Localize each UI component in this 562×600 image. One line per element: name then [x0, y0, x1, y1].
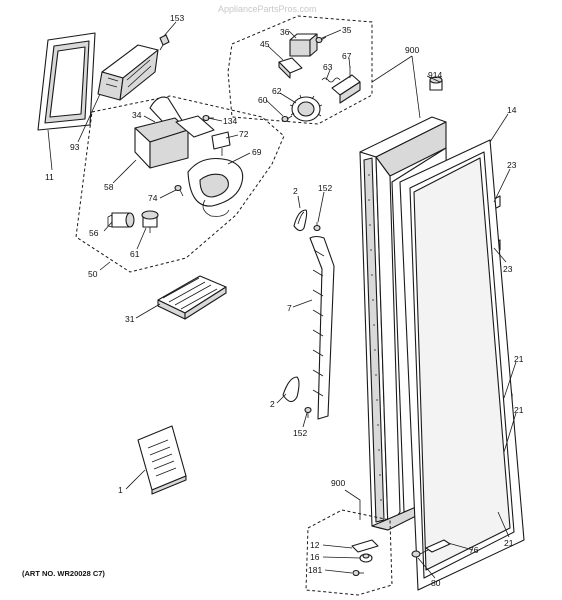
- ice-crusher-housing-69: [187, 157, 244, 217]
- door-gasket-14: [399, 139, 525, 591]
- bushing-16: [359, 553, 373, 563]
- switch-72: [211, 131, 231, 156]
- callout-21-middle: 21: [514, 405, 524, 415]
- screw-181: [352, 569, 364, 577]
- dispenser-cover-frame: [37, 32, 96, 131]
- callout-76: 76: [469, 545, 479, 555]
- screw-152-lower: [304, 406, 312, 418]
- callout-12: 12: [310, 540, 320, 550]
- callout-1: 1: [118, 485, 123, 495]
- handle-cap-lower-2: [282, 376, 300, 403]
- spring-63: [321, 77, 341, 83]
- ice-chute-group-boundary: [75, 95, 285, 273]
- callout-900-bottom: 900: [331, 478, 345, 488]
- callout-62: 62: [272, 86, 282, 96]
- screw-35: [315, 36, 327, 44]
- callout-35: 35: [342, 25, 352, 35]
- callout-2-lower: 2: [270, 399, 275, 409]
- callout-31: 31: [125, 314, 135, 324]
- callout-21-upper: 21: [514, 354, 524, 364]
- callout-16: 16: [310, 552, 320, 562]
- actuator-67: [331, 66, 361, 104]
- callout-69: 69: [252, 147, 262, 157]
- callout-900-top: 900: [405, 45, 419, 55]
- ice-rack-31: [157, 275, 227, 320]
- gear-motor-61: [141, 210, 159, 233]
- screw-74: [174, 184, 184, 197]
- callout-152-upper: 152: [318, 183, 332, 193]
- callout-93: 93: [70, 142, 80, 152]
- callout-7: 7: [287, 303, 292, 313]
- screw-153: [159, 34, 170, 51]
- callout-50: 50: [88, 269, 98, 279]
- callout-36: 36: [280, 27, 290, 37]
- watermark: AppliancePartsPros.com: [218, 4, 317, 14]
- duct-door-assembly-34: [134, 96, 215, 169]
- callout-63: 63: [323, 62, 333, 72]
- callout-23-lower: 23: [503, 264, 513, 274]
- handle-cap-upper-2: [293, 209, 308, 232]
- hinge-12: [351, 539, 379, 553]
- bracket-45: [278, 57, 303, 79]
- callout-74: 74: [148, 193, 158, 203]
- callout-34: 34: [132, 110, 142, 120]
- leader-lines: [47, 21, 517, 579]
- callout-60: 60: [258, 95, 268, 105]
- callout-45: 45: [260, 39, 270, 49]
- callout-914: 914: [428, 70, 442, 80]
- callout-labels: 153 36 35 45 67 63 62 60 900 914 93 11 3…: [45, 13, 524, 588]
- callout-80: 80: [431, 578, 441, 588]
- callout-153: 153: [170, 13, 184, 23]
- callout-181: 181: [308, 565, 322, 575]
- actuator-group-boundary: [227, 15, 373, 125]
- callout-134: 134: [223, 116, 237, 126]
- screw-152-upper: [313, 222, 321, 232]
- owners-manual-1: [137, 425, 187, 495]
- callout-14: 14: [507, 105, 517, 115]
- callout-152-lower: 152: [293, 428, 307, 438]
- callout-23-upper: 23: [507, 160, 517, 170]
- callout-58: 58: [104, 182, 114, 192]
- screw-60: [281, 115, 293, 123]
- motor-56: [107, 212, 135, 228]
- solenoid-36: [289, 33, 318, 57]
- callout-2-upper: 2: [293, 186, 298, 196]
- gear-62: [289, 94, 323, 122]
- callout-11: 11: [45, 172, 54, 182]
- callout-72: 72: [239, 129, 249, 139]
- callout-61: 61: [130, 249, 140, 259]
- bracket-76: [425, 539, 451, 553]
- art-number: (ART NO. WR20028 C7): [22, 569, 105, 578]
- screw-80: [411, 549, 429, 558]
- callout-21-lower: 21: [504, 538, 514, 548]
- callout-56: 56: [89, 228, 99, 238]
- door-handle-7: [309, 235, 335, 420]
- callout-67: 67: [342, 51, 352, 61]
- control-board: [97, 44, 159, 101]
